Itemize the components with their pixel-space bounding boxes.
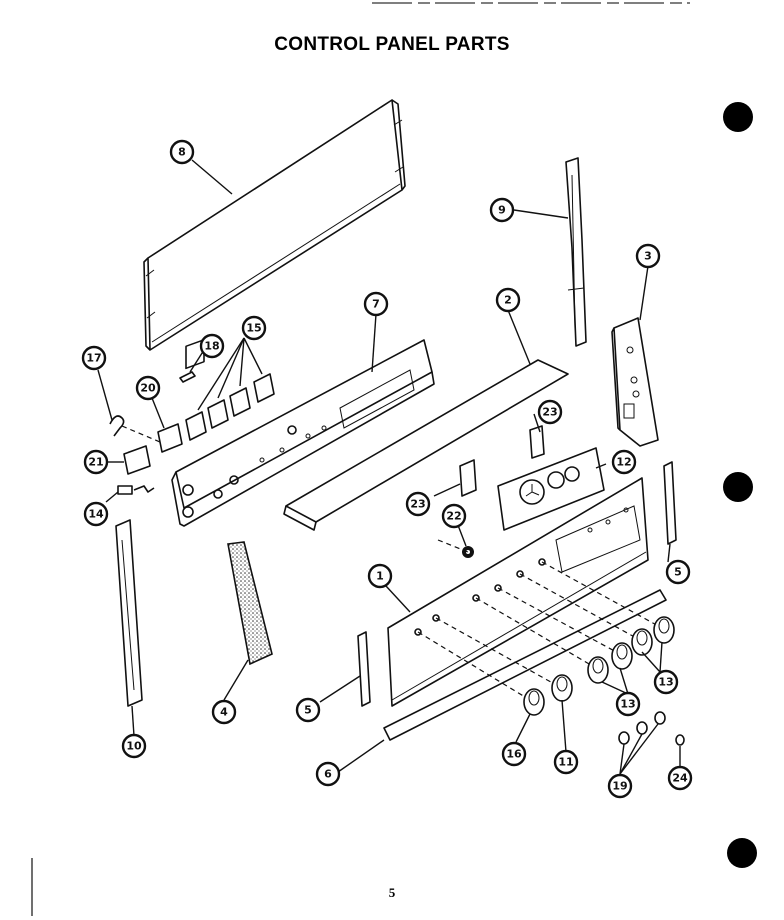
callout-18: 18 bbox=[199, 333, 225, 359]
svg-text:21: 21 bbox=[88, 456, 103, 469]
part-4-filter bbox=[227, 541, 273, 666]
knob-13-d bbox=[653, 616, 675, 644]
callout-1: 1 bbox=[367, 563, 393, 589]
knob-13-b bbox=[611, 642, 633, 670]
svg-text:19: 19 bbox=[612, 780, 627, 793]
svg-text:5: 5 bbox=[674, 566, 682, 579]
callout-22: 22 bbox=[441, 503, 467, 529]
svg-text:13: 13 bbox=[620, 698, 635, 711]
part-6-lower-trim bbox=[383, 589, 667, 741]
callout-10: 10 bbox=[121, 733, 147, 759]
svg-text:11: 11 bbox=[558, 756, 573, 769]
part-9-side-bracket bbox=[565, 157, 587, 347]
knob-11 bbox=[551, 674, 573, 702]
svg-text:14: 14 bbox=[88, 508, 104, 521]
part-23-clip-upper bbox=[529, 425, 545, 459]
part-24-cap bbox=[675, 734, 685, 746]
part-18-screw bbox=[179, 371, 196, 383]
punch-hole-top bbox=[723, 102, 753, 132]
part-15-switches bbox=[185, 338, 275, 441]
callout-11: 11 bbox=[553, 749, 579, 775]
callout-13-middle: 13 bbox=[615, 691, 641, 717]
part-17-clip bbox=[109, 415, 161, 443]
leader-lines bbox=[97, 159, 681, 775]
knob-alignment-lines bbox=[417, 539, 663, 701]
part-21-module bbox=[123, 445, 151, 475]
svg-text:9: 9 bbox=[498, 204, 506, 217]
svg-text:12: 12 bbox=[616, 456, 631, 469]
part-14-connector bbox=[117, 485, 155, 495]
part-19-caps bbox=[618, 711, 666, 745]
svg-text:5: 5 bbox=[304, 704, 312, 717]
callout-2: 2 bbox=[495, 287, 521, 313]
callout-14: 14 bbox=[83, 501, 109, 527]
callout-5-right: 5 bbox=[665, 559, 691, 585]
callout-24: 24 bbox=[667, 765, 693, 791]
svg-text:18: 18 bbox=[204, 340, 219, 353]
svg-text:6: 6 bbox=[324, 768, 332, 781]
knob-16 bbox=[523, 688, 545, 716]
knob-13-c bbox=[631, 628, 653, 656]
svg-text:1: 1 bbox=[376, 570, 384, 583]
callout-12: 12 bbox=[611, 449, 637, 475]
callout-20: 20 bbox=[135, 375, 161, 401]
callout-19: 19 bbox=[607, 773, 633, 799]
callout-4: 4 bbox=[211, 699, 237, 725]
knob-13-a bbox=[587, 656, 609, 684]
svg-text:20: 20 bbox=[140, 382, 156, 395]
svg-text:15: 15 bbox=[246, 322, 261, 335]
svg-text:2: 2 bbox=[504, 294, 512, 307]
callout-13-right: 13 bbox=[653, 669, 679, 695]
callout-8: 8 bbox=[169, 139, 195, 165]
svg-text:23: 23 bbox=[410, 498, 425, 511]
callout-21: 21 bbox=[83, 449, 109, 475]
svg-text:4: 4 bbox=[220, 706, 228, 719]
svg-text:7: 7 bbox=[372, 298, 380, 311]
svg-text:8: 8 bbox=[178, 146, 186, 159]
part-10-side-bracket bbox=[115, 519, 143, 707]
svg-text:13: 13 bbox=[658, 676, 673, 689]
svg-text:3: 3 bbox=[644, 250, 652, 263]
part-3-end-cap bbox=[611, 317, 659, 447]
page-number: 5 bbox=[388, 885, 396, 900]
part-1-control-panel bbox=[387, 477, 649, 707]
svg-text:22: 22 bbox=[446, 510, 461, 523]
punch-hole-bottom bbox=[727, 838, 757, 868]
callout-3: 3 bbox=[635, 243, 661, 269]
svg-text:23: 23 bbox=[542, 406, 557, 419]
punch-hole-middle bbox=[723, 472, 753, 502]
callout-7: 7 bbox=[363, 291, 389, 317]
part-23-clip-lower bbox=[459, 459, 477, 497]
part-22-nut bbox=[462, 546, 474, 558]
callout-17: 17 bbox=[81, 345, 107, 371]
part-2-top-trim bbox=[283, 359, 569, 531]
part-8-back-panel bbox=[143, 99, 406, 351]
part-7-control-bracket bbox=[171, 339, 435, 527]
svg-text:24: 24 bbox=[672, 772, 688, 785]
svg-text:17: 17 bbox=[86, 352, 101, 365]
callout-5-left: 5 bbox=[295, 697, 321, 723]
svg-text:16: 16 bbox=[506, 748, 522, 761]
callout-9: 9 bbox=[489, 197, 515, 223]
page-title: CONTROL PANEL PARTS bbox=[274, 34, 510, 55]
callout-6: 6 bbox=[315, 761, 341, 787]
callout-15: 15 bbox=[241, 315, 267, 341]
callout-23-lower: 23 bbox=[405, 491, 431, 517]
part-5-trim-left bbox=[357, 631, 371, 707]
part-20-module bbox=[157, 423, 183, 453]
callout-23-upper: 23 bbox=[537, 399, 563, 425]
svg-text:10: 10 bbox=[126, 740, 142, 753]
part-5-trim-right bbox=[663, 461, 677, 545]
callout-16: 16 bbox=[501, 741, 527, 767]
part-12-clock-panel bbox=[497, 447, 605, 531]
